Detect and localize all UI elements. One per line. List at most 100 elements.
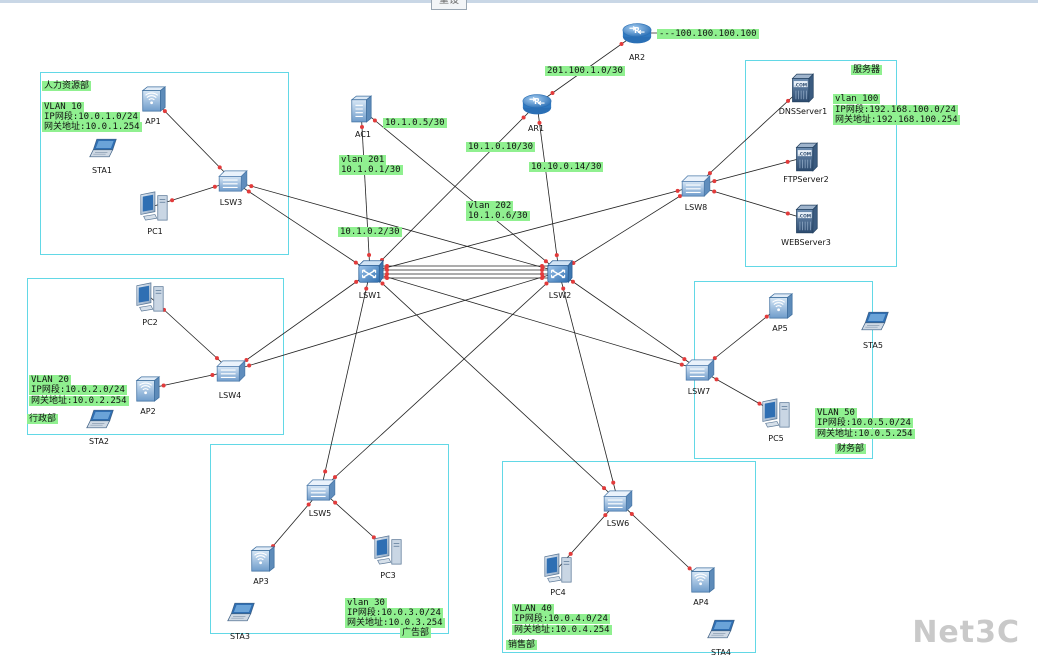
port-dot bbox=[679, 362, 684, 367]
port-dot bbox=[333, 500, 338, 505]
link-lsw7-lsw2[interactable] bbox=[558, 271, 701, 371]
port-dot bbox=[712, 189, 717, 194]
finance-vlan: VLAN 50 bbox=[815, 408, 857, 418]
port-dot bbox=[540, 274, 545, 279]
pc-icon-pc1[interactable] bbox=[140, 191, 168, 221]
admin-gateway: 网关地址:10.0.2.254 bbox=[29, 396, 129, 406]
link-lsw7-lsw1[interactable] bbox=[369, 271, 701, 371]
zone-sales bbox=[502, 461, 756, 653]
laptop-icon-sta2[interactable] bbox=[86, 409, 114, 429]
label-ap4: AP4 bbox=[693, 598, 709, 607]
finance-ip: IP网段:10.0.5.0/24 bbox=[815, 418, 913, 428]
label-ac1: AC1 bbox=[354, 130, 372, 139]
ar1-lsw2-ip: 10.10.0.14/30 bbox=[529, 162, 604, 172]
access-point-icon-ap2[interactable] bbox=[136, 376, 160, 402]
port-dot bbox=[384, 274, 389, 279]
link-lsw6-lsw2[interactable] bbox=[558, 271, 619, 502]
ac1-ip: 10.1.0.5/30 bbox=[383, 118, 447, 128]
switch-icon-lsw7[interactable] bbox=[685, 359, 715, 381]
port-dot bbox=[354, 279, 359, 284]
port-dot bbox=[611, 480, 616, 485]
port-dot bbox=[521, 115, 526, 120]
link-lsw6-pc4[interactable] bbox=[557, 500, 619, 569]
port-dot bbox=[364, 286, 369, 291]
ar2-ar1-subnet: 201.100.1.0/30 bbox=[545, 66, 625, 76]
label-ap1: AP1 bbox=[145, 117, 161, 126]
port-dot bbox=[367, 253, 372, 258]
pc-icon-pc2[interactable] bbox=[136, 282, 164, 312]
finance-title: 财务部 bbox=[835, 444, 867, 454]
label-lsw6: LSW6 bbox=[606, 519, 630, 528]
router-icon-ar1[interactable] bbox=[522, 93, 552, 116]
pc-icon-pc5[interactable] bbox=[762, 398, 790, 428]
reset-tab[interactable]: 重设 bbox=[431, 0, 467, 10]
link-layer bbox=[146, 32, 807, 581]
access-point-icon-ap4[interactable] bbox=[691, 567, 715, 593]
port-dot bbox=[675, 188, 680, 193]
access-point-icon-ap3[interactable] bbox=[251, 546, 275, 572]
link-lsw4-lsw2[interactable] bbox=[230, 271, 560, 372]
switch-icon-lsw5[interactable] bbox=[306, 479, 336, 501]
link-lsw6-lsw1[interactable] bbox=[369, 271, 619, 502]
link-lsw4-lsw1[interactable] bbox=[230, 271, 371, 372]
label-ap3: AP3 bbox=[253, 577, 269, 586]
laptop-icon-sta4[interactable] bbox=[707, 619, 735, 639]
server-icon-ftp[interactable] bbox=[796, 142, 818, 172]
laptop-icon-sta3[interactable] bbox=[227, 602, 255, 622]
vlan202-ip: 10.1.0.6/30 bbox=[466, 211, 530, 221]
port-dot bbox=[602, 486, 607, 491]
link-ar1-lsw1[interactable] bbox=[369, 103, 538, 273]
laptop-icon-sta1[interactable] bbox=[89, 138, 117, 158]
access-point-icon-ap1[interactable] bbox=[142, 86, 166, 112]
link-lsw5-lsw1[interactable] bbox=[320, 271, 371, 491]
link-lsw8-dns[interactable] bbox=[695, 87, 803, 187]
link-lsw3-lsw1[interactable] bbox=[232, 180, 371, 273]
port-dot bbox=[714, 377, 719, 382]
port-dot bbox=[786, 98, 791, 103]
lsw1-ac-ip: 10.1.0.2/30 bbox=[338, 227, 402, 237]
router-icon-ar2[interactable] bbox=[622, 22, 652, 45]
port-dot bbox=[161, 383, 166, 388]
label-ap2: AP2 bbox=[140, 407, 156, 416]
link-lsw5-lsw2[interactable] bbox=[320, 271, 560, 491]
zone3-title: 广告部 bbox=[400, 628, 432, 638]
switch-icon-lsw2[interactable] bbox=[547, 260, 573, 283]
finance-gateway: 网关地址:10.0.5.254 bbox=[815, 429, 915, 439]
sales-vlan: VLAN 40 bbox=[512, 604, 554, 614]
label-ap5: AP5 bbox=[772, 324, 788, 333]
port-dot bbox=[540, 265, 545, 270]
link-ac1-lsw2[interactable] bbox=[360, 108, 560, 273]
port-dot bbox=[550, 91, 555, 96]
link-lsw8-lsw1[interactable] bbox=[369, 185, 697, 273]
server-icon-web[interactable] bbox=[796, 204, 818, 234]
laptop-icon-sta5[interactable] bbox=[861, 311, 889, 331]
switch-icon-lsw3[interactable] bbox=[218, 170, 248, 192]
label-pc1: PC1 bbox=[147, 227, 163, 236]
hr-ip: IP网段:10.0.1.0/24 bbox=[42, 112, 140, 122]
net3c-watermark: Net3C bbox=[912, 615, 1020, 650]
access-point-icon-ap5[interactable] bbox=[769, 293, 793, 319]
switch-icon-lsw1[interactable] bbox=[358, 260, 384, 283]
pc-icon-pc4[interactable] bbox=[544, 553, 572, 583]
link-lsw8-lsw2[interactable] bbox=[558, 185, 697, 273]
port-dot bbox=[677, 194, 682, 199]
vlan202-label: vlan 202 bbox=[466, 201, 514, 211]
switch-icon-lsw6[interactable] bbox=[603, 490, 633, 512]
label-sta4: STA4 bbox=[711, 648, 731, 657]
link-ac1-lsw1[interactable] bbox=[360, 108, 371, 273]
label-ar1: AR1 bbox=[527, 124, 545, 133]
port-dot bbox=[712, 356, 717, 361]
admin-title: 行政部 bbox=[27, 414, 59, 424]
label-lsw5: LSW5 bbox=[308, 509, 332, 518]
switch-icon-lsw8[interactable] bbox=[681, 175, 711, 197]
port-dot bbox=[544, 281, 549, 286]
link-lsw3-lsw2[interactable] bbox=[232, 180, 560, 273]
switch-icon-lsw4[interactable] bbox=[216, 360, 246, 382]
server-icon-dns[interactable] bbox=[792, 73, 814, 103]
access-controller-icon-ac1[interactable] bbox=[351, 95, 372, 123]
label-pc4: PC4 bbox=[550, 588, 566, 597]
link-ar1-lsw2[interactable] bbox=[536, 103, 560, 273]
vlan201-ip: 10.1.0.1/30 bbox=[339, 165, 403, 175]
pc-icon-pc3[interactable] bbox=[374, 535, 402, 565]
port-dot-layer bbox=[161, 41, 791, 571]
